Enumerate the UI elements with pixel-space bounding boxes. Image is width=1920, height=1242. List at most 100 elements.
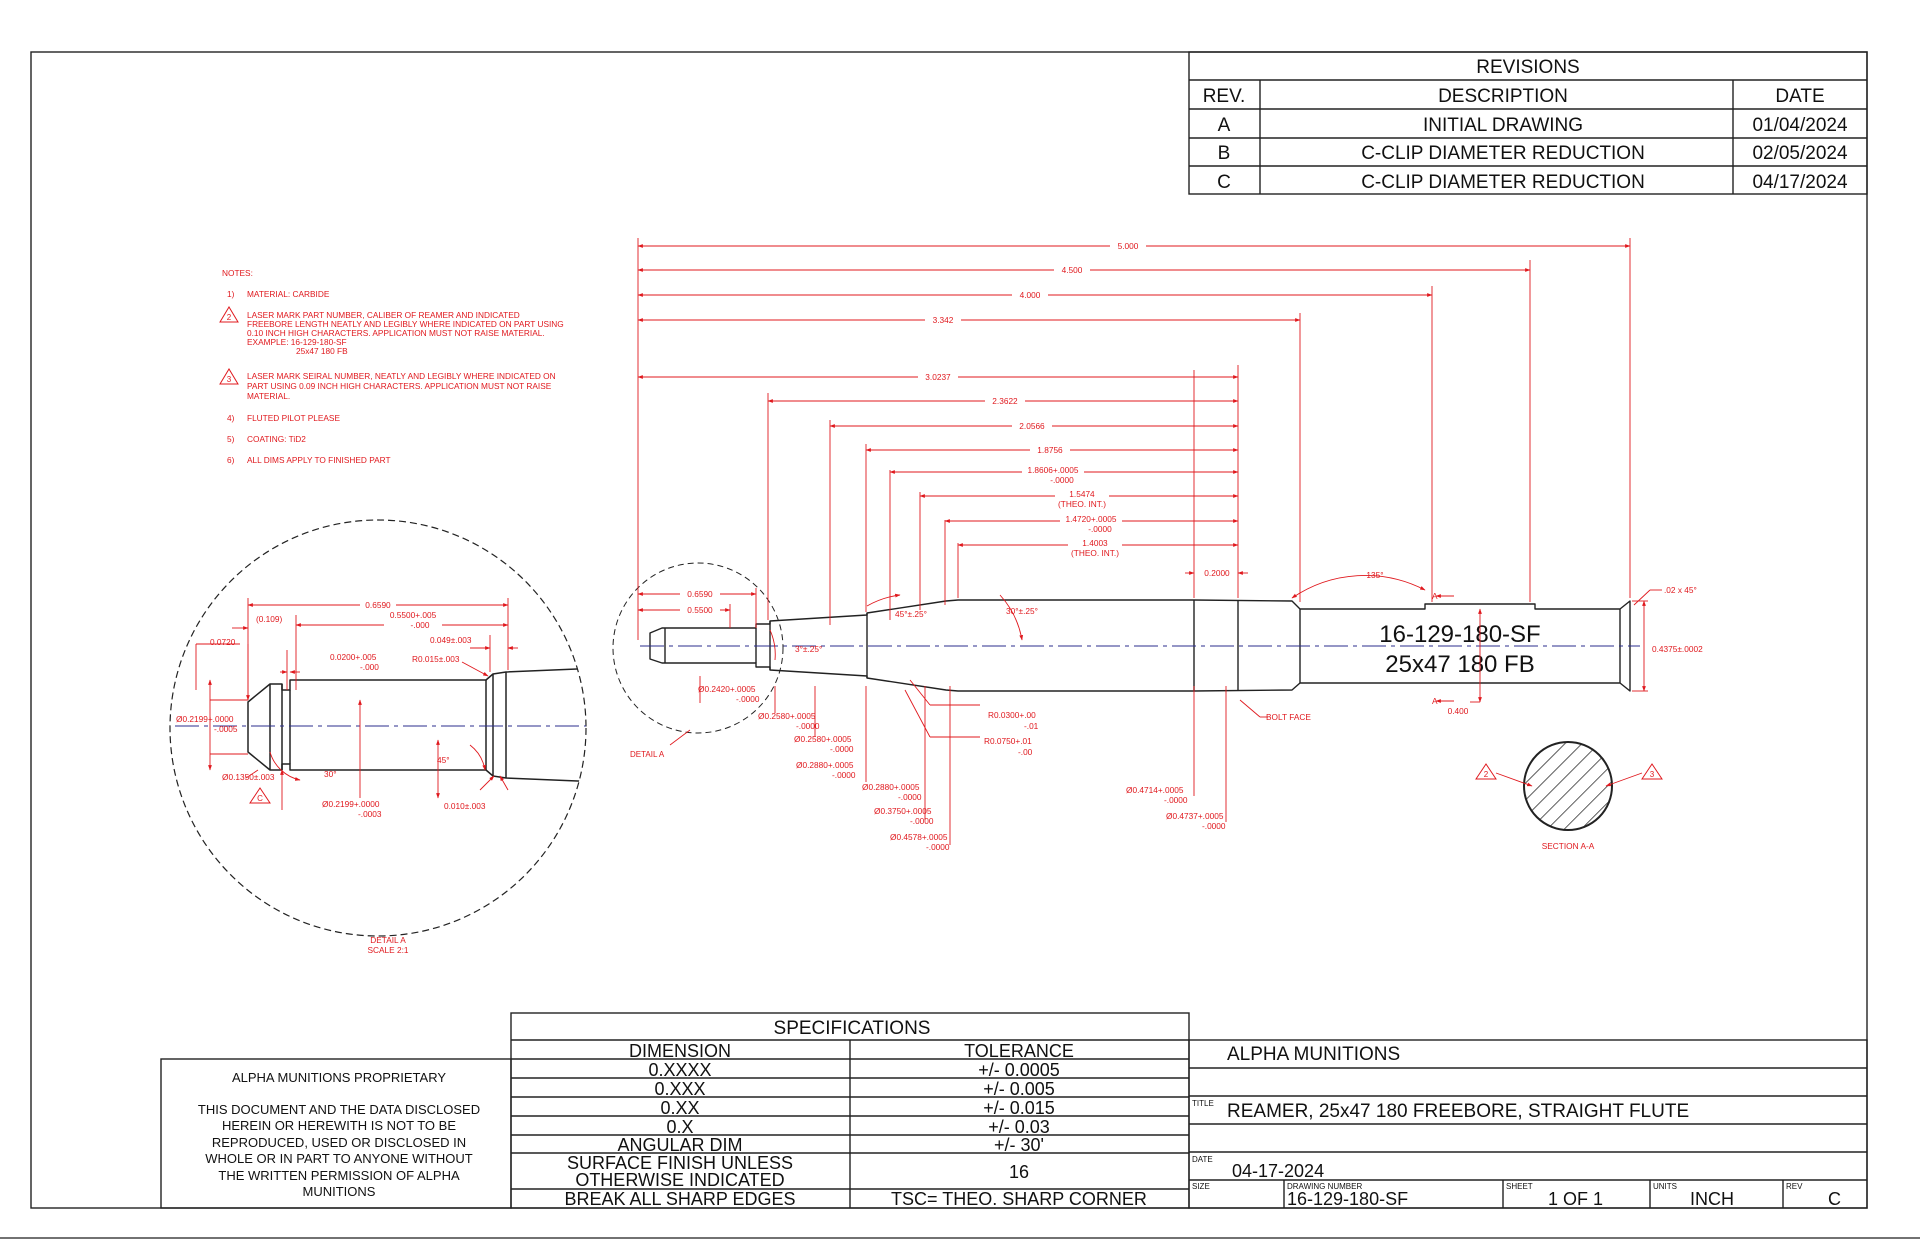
spec-dimension-cell: 0.X: [666, 1117, 693, 1137]
chamfer-label: .02 x 45°: [1664, 585, 1697, 595]
spec-tsc-note: TSC= THEO. SHARP CORNER: [891, 1189, 1147, 1209]
note-line: LASER MARK PART NUMBER, CALIBER OF REAME…: [247, 310, 520, 320]
detail-dim-label: 0.6590: [365, 600, 391, 610]
diameter-label: Ø0.2880+.0005: [862, 782, 920, 792]
sheet-label: SHEET: [1506, 1182, 1533, 1191]
dim-label: 1.8606+.0005: [1028, 465, 1079, 475]
date-header: DATE: [1775, 86, 1824, 107]
detail-dim-label: 0.5500+.005: [390, 610, 437, 620]
rev-cell: A: [1218, 115, 1231, 136]
description-header: DESCRIPTION: [1438, 86, 1568, 107]
note-number: 1): [227, 289, 235, 299]
desc-cell: INITIAL DRAWING: [1423, 115, 1583, 136]
note-number: 5): [227, 434, 235, 444]
dim-label: 0.400: [1448, 706, 1469, 716]
part-mark-line-1: 16-129-180-SF: [1379, 621, 1540, 648]
angle-label: 3°±.25°: [795, 644, 822, 654]
detail-a-outline: [247, 667, 586, 783]
detail-a-callout-circle: [612, 562, 784, 734]
section-flag-right: 3: [1650, 770, 1655, 779]
specifications-title: SPECIFICATIONS: [774, 1018, 931, 1039]
desc-cell: C-CLIP DIAMETER REDUCTION: [1361, 143, 1645, 164]
title-block: [1188, 1039, 1868, 1209]
detail-a-circle: [169, 519, 587, 937]
revisions-title: REVISIONS: [1476, 57, 1579, 78]
detail-dim-tolerance: -.000: [360, 662, 379, 672]
spec-dimension-cell: ANGULAR DIM: [617, 1135, 742, 1155]
notes-block: NOTES: 1) MATERIAL: CARBIDE 2 LASER MARK…: [219, 268, 564, 465]
detail-title: DETAIL A: [370, 935, 406, 945]
note-flag-icon: [1641, 763, 1663, 780]
dim-label: 0.2000: [1204, 568, 1230, 578]
spec-tolerance-cell: +/- 0.015: [983, 1098, 1055, 1118]
diameter-label: Ø0.4578+.0005: [890, 832, 948, 842]
revisions-table: [1188, 51, 1868, 195]
detail-dim-tolerance: -.000: [411, 620, 430, 630]
proprietary-heading: ALPHA MUNITIONS PROPRIETARY: [232, 1070, 446, 1085]
note-flag-number: 3: [227, 375, 232, 384]
angle-label: 135°: [1366, 570, 1383, 580]
dim-label: 4.500: [1062, 265, 1083, 275]
detail-dim-label: Ø0.1350±.003: [222, 772, 275, 782]
date-cell: 02/05/2024: [1752, 143, 1848, 164]
proprietary-line: HEREIN OR HEREWITH IS NOT TO BE: [222, 1118, 456, 1133]
spec-dimension-cell: 0.XX: [660, 1098, 699, 1118]
note-flag-icon: [1475, 763, 1497, 780]
dim-label: 1.4003: [1082, 538, 1108, 548]
proprietary-line: MUNITIONS: [303, 1184, 376, 1199]
dim-label: 1.5474: [1069, 489, 1095, 499]
dim-tolerance: (THEO. INT.): [1071, 548, 1119, 558]
note-line: 25x47 180 FB: [296, 346, 348, 356]
size-label: SIZE: [1192, 1182, 1210, 1191]
section-a-a-view: [1523, 741, 1613, 831]
specifications-table: [510, 1012, 1190, 1209]
detail-dim-label: 0.010±.003: [444, 801, 486, 811]
diameter-tolerance: -.0000: [736, 694, 760, 704]
detail-dim-label: 0.049±.003: [430, 635, 472, 645]
leader-line: [1605, 772, 1643, 787]
note-flag-number: 2: [227, 313, 232, 322]
dim-label: 3.342: [933, 315, 954, 325]
note-line: EXAMPLE: 16-129-180-SF: [247, 337, 347, 347]
spec-finish-value: 16: [1009, 1162, 1029, 1182]
angle-label: 30°±.25°: [1006, 606, 1038, 616]
dim-tolerance: -.0000: [1050, 475, 1074, 485]
rev-value: C: [1828, 1189, 1841, 1209]
units-label: UNITS: [1653, 1182, 1677, 1191]
revision-flag-icon: [249, 787, 271, 804]
drawing-number: 16-129-180-SF: [1287, 1189, 1408, 1209]
note-flag-icon: [219, 368, 239, 385]
diameter-tolerance: -.0000: [1202, 821, 1226, 831]
note-number: 6): [227, 455, 235, 465]
note-line: COATING: TiD2: [247, 434, 306, 444]
rev-cell: C: [1217, 172, 1231, 193]
spec-break-edges: BREAK ALL SHARP EDGES: [564, 1189, 795, 1209]
section-title: SECTION A-A: [1542, 841, 1595, 851]
dim-label: 2.0566: [1019, 421, 1045, 431]
proprietary-line: REPRODUCED, USED OR DISCLOSED IN: [212, 1135, 466, 1150]
radius-label: R0.0750+.01: [984, 736, 1032, 746]
drawing-date: 04-17-2024: [1232, 1161, 1324, 1181]
detail-dim-label: (0.109): [256, 614, 283, 624]
date-label: DATE: [1192, 1155, 1213, 1164]
radius-tolerance: -.00: [1018, 747, 1033, 757]
spec-header-tolerance: TOLERANCE: [964, 1041, 1074, 1061]
spec-dimension-cell: 0.XXXX: [648, 1060, 711, 1080]
spec-dimension-cell: 0.XXX: [654, 1079, 705, 1099]
shank-diameter-label: 0.4375±.0002: [1652, 644, 1703, 654]
date-cell: 01/04/2024: [1752, 115, 1848, 136]
leader-line: [1495, 772, 1533, 787]
dim-label: 0.6590: [687, 589, 713, 599]
proprietary-line: THE WRITTEN PERMISSION OF ALPHA: [218, 1168, 460, 1183]
dim-label: 3.0237: [925, 372, 951, 382]
sheet-value: 1 OF 1: [1548, 1189, 1603, 1209]
rev-header: REV.: [1203, 86, 1246, 107]
spec-tolerance-cell: +/- 30': [994, 1135, 1044, 1155]
detail-dim-tolerance: -.0005: [214, 724, 238, 734]
detail-dim-label: R0.015±.003: [412, 654, 460, 664]
spec-tolerance-cell: +/- 0.0005: [978, 1060, 1060, 1080]
spec-finish-line-1: SURFACE FINISH UNLESS: [567, 1153, 793, 1173]
dim-label: 4.000: [1020, 290, 1041, 300]
dim-label: 5.000: [1118, 241, 1139, 251]
diameter-tolerance: -.0000: [910, 816, 934, 826]
